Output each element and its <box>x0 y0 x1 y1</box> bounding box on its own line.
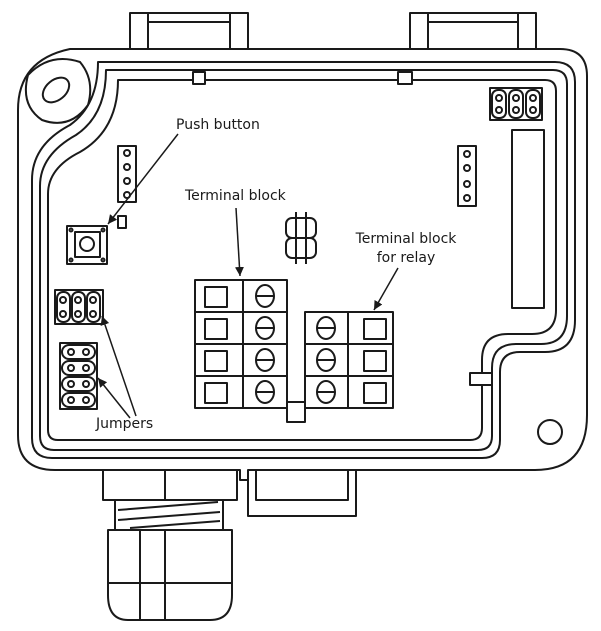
housing-wall-2 <box>39 69 568 451</box>
leader-lines <box>97 133 399 419</box>
housing-wall-1 <box>31 61 576 459</box>
side-slot <box>511 129 545 309</box>
bottom-bracket <box>247 469 357 517</box>
mounting-hole-left <box>41 76 71 104</box>
label-push-button: Push button <box>176 117 260 133</box>
jumper-block-2 <box>59 342 98 410</box>
top-left-hinge <box>129 12 249 50</box>
label-jumpers: Jumpers <box>96 416 154 432</box>
leader-push-button <box>107 133 179 225</box>
jumper-header-top-right <box>489 87 543 121</box>
lid-tab-left <box>192 71 206 85</box>
mounting-hole-right <box>537 419 563 445</box>
leader-terminal-block <box>234 207 244 277</box>
top-right-hinge <box>409 12 537 50</box>
terminal-block-relay <box>304 311 394 409</box>
jumper-block-1 <box>54 289 104 325</box>
push-button <box>66 225 108 265</box>
housing-wall-3 <box>47 79 557 441</box>
leader-jumpers-1 <box>100 315 137 417</box>
pin-header-right <box>457 145 477 207</box>
lid-tab-right <box>397 71 413 85</box>
mounting-ear-left <box>24 58 92 124</box>
label-terminal-block-relay-1: Terminal block <box>355 231 457 247</box>
leader-jumpers-2 <box>97 377 131 419</box>
leader-terminal-relay <box>373 267 399 311</box>
label-terminal-block-relay-2: for relay <box>376 250 436 266</box>
connector-tab <box>286 401 306 423</box>
fuse-component <box>285 212 317 264</box>
lid-tab-side <box>469 372 493 386</box>
cable-gland <box>102 469 238 621</box>
pin-header-left <box>117 145 137 229</box>
label-terminal-block: Terminal block <box>185 188 286 204</box>
terminal-block-main <box>194 279 288 409</box>
